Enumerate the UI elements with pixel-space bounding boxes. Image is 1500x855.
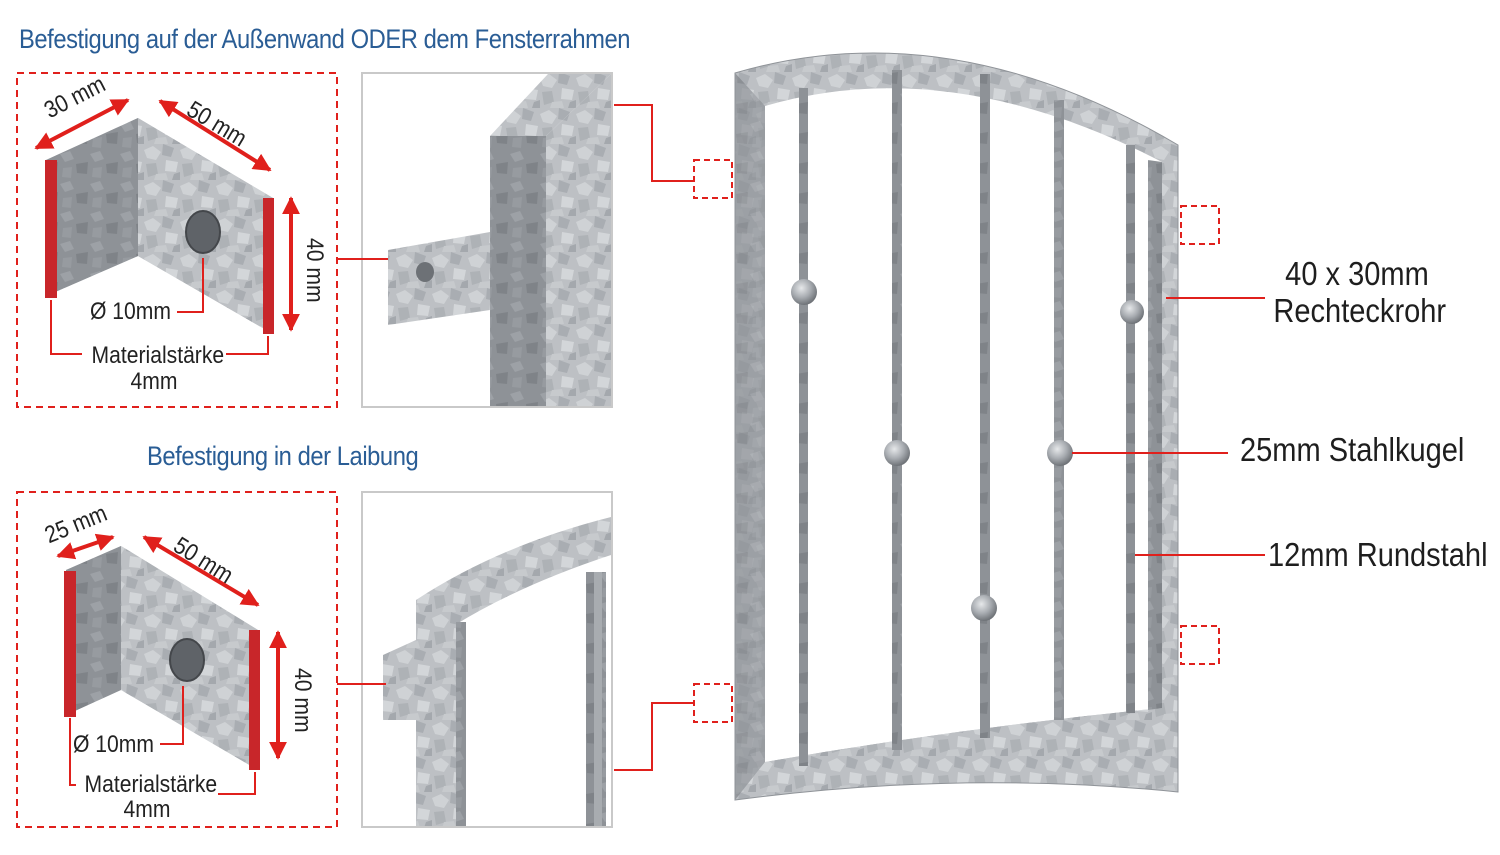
grille-side-shadow — [735, 73, 765, 800]
arrow-length-top — [158, 99, 272, 172]
steel-ball — [791, 279, 817, 305]
grille-bar — [1126, 145, 1135, 713]
bracket-top-height-label: 40 mm — [301, 238, 328, 303]
bracket-bottom-hole-label: Ø 10mm — [73, 731, 154, 758]
bracket-bottom-edge-right — [249, 630, 260, 770]
bracket-bottom-dashed-frame — [16, 491, 338, 828]
bracket-top-illustration — [45, 118, 274, 334]
arrow-width-top — [34, 98, 130, 150]
bracket-top-edge-left — [45, 160, 57, 298]
mount-marker-lower-right — [1180, 625, 1220, 665]
arrow-width-bottom — [56, 533, 115, 560]
connector-bottom-panel — [614, 702, 694, 771]
grille-bottom-rail — [765, 708, 1162, 778]
label-round-bar: 12mm Rundstahl — [1268, 536, 1488, 573]
bracket-top-edge-right — [263, 198, 274, 334]
steel-ball — [971, 595, 997, 621]
mount-marker-upper-left — [693, 159, 733, 199]
label-tube-size: 40 x 30mm — [1285, 255, 1429, 292]
connector-lines — [50, 104, 1265, 795]
detail-top-illustration — [388, 74, 611, 406]
detail-top-bolt — [416, 262, 434, 282]
steel-ball — [1120, 300, 1144, 324]
label-steel-ball: 25mm Stahlkugel — [1240, 431, 1465, 468]
bracket-top-thickness-value: 4mm — [130, 368, 178, 395]
arrow-length-bottom — [142, 535, 260, 607]
steel-ball — [884, 440, 910, 466]
bracket-bottom-height-label: 40 mm — [289, 668, 316, 733]
bracket-top-dashed-frame — [16, 72, 338, 408]
bracket-top-hole-label: Ø 10mm — [90, 298, 171, 325]
grille-bar — [1054, 100, 1064, 720]
steel-ball — [1047, 440, 1073, 466]
grille-bar — [980, 74, 990, 738]
bracket-top-hole — [185, 210, 221, 254]
bracket-bottom-thickness-value: 4mm — [123, 796, 171, 823]
bracket-bottom-thickness-label: Materialstärke — [84, 771, 218, 798]
grille-inner-right-edge — [1148, 160, 1162, 710]
label-tube-type: Rechteckrohr — [1273, 292, 1447, 329]
leader-thickness-bottom-right — [218, 772, 256, 795]
bracket-bottom-edge-left — [64, 571, 76, 717]
grille-bar — [892, 70, 902, 750]
bracket-top-side-plate — [46, 118, 138, 296]
mount-marker-upper-right — [1180, 205, 1220, 245]
leader-thickness-top — [50, 300, 82, 355]
bracket-top-thickness-label: Materialstärke — [91, 342, 225, 369]
heading-wall-or-frame-mount: Befestigung auf der Außenwand ODER dem F… — [19, 24, 631, 54]
grille-bar — [799, 88, 808, 766]
grille-inner-opening — [765, 88, 1162, 763]
connector-top-panel — [614, 104, 694, 182]
heading-reveal-mount: Befestigung in der Laibung — [147, 441, 419, 471]
leader-hole-top — [177, 258, 204, 313]
bracket-bottom-hole — [169, 638, 205, 682]
bracket-bottom-side-plate — [66, 546, 121, 715]
leader-hole-bottom — [160, 686, 184, 745]
mount-marker-lower-left — [693, 683, 733, 723]
window-grille — [734, 52, 1179, 801]
detail-bottom-illustration — [383, 517, 611, 826]
leader-thickness-top-right — [226, 336, 269, 355]
leader-thickness-bottom — [69, 718, 76, 786]
dimension-arrows — [34, 98, 300, 760]
